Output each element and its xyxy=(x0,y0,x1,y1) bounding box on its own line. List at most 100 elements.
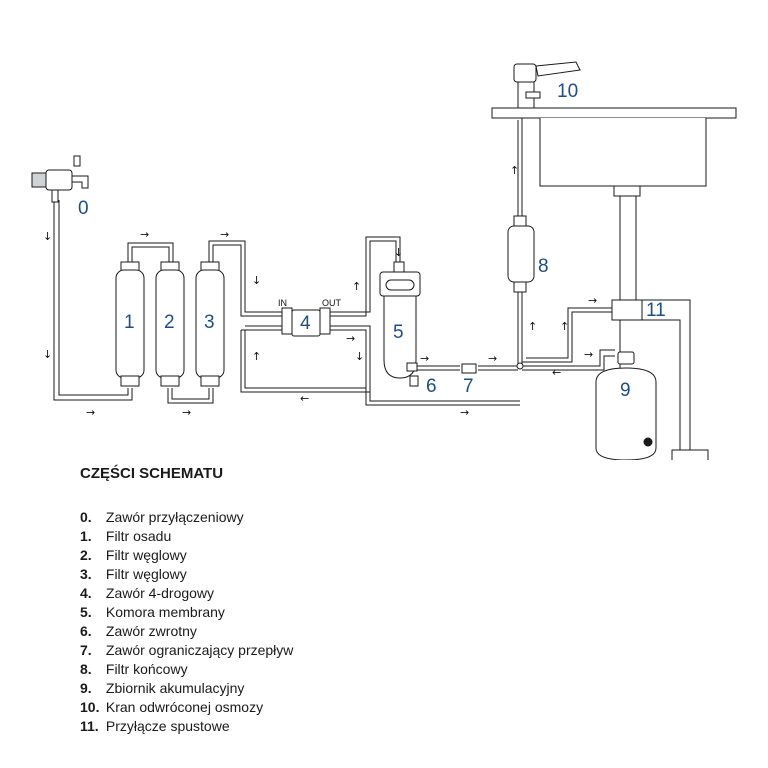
ro-faucet-icon xyxy=(513,61,581,109)
pipe-to-postfilter xyxy=(517,290,523,366)
legend-item: 4. Zawór 4-drogowy xyxy=(80,584,293,603)
legend-item-number: 7. xyxy=(80,642,92,658)
legend-item-number: 5. xyxy=(80,604,92,620)
flow-arrow: ↑ xyxy=(528,320,537,333)
legend-item-number: 10. xyxy=(80,699,100,715)
flow-arrow: → xyxy=(420,352,429,365)
valve-out-label: OUT xyxy=(322,298,342,308)
legend-item-label: Kran odwróconej osmozy xyxy=(105,699,264,715)
legend-item-label: Zbiornik akumulacyjny xyxy=(105,680,245,696)
flow-arrow: → xyxy=(588,294,597,307)
legend-item: 7. Zawór ograniczający przepływ xyxy=(80,641,293,660)
storage-tank-icon xyxy=(595,351,657,460)
legend-item-label: Zawór przyłączeniowy xyxy=(105,509,244,525)
flow-arrow: → xyxy=(182,406,191,419)
legend-item-label: Zawór 4-drogowy xyxy=(105,585,215,601)
check-valve-icon xyxy=(409,375,419,387)
legend-title: CZĘŚCI SCHEMATU xyxy=(80,465,224,482)
flow-arrow: → xyxy=(220,228,229,241)
drain-saddle-icon xyxy=(611,299,643,321)
legend-item-number: 6. xyxy=(80,623,92,639)
pipe-restrictor xyxy=(478,365,518,371)
flow-restrictor-icon xyxy=(461,363,477,374)
flow-arrow: → xyxy=(86,406,95,419)
membrane-housing-icon xyxy=(379,261,421,379)
flow-arrow: → xyxy=(346,332,355,345)
sediment-filter-icon xyxy=(115,261,145,387)
flow-arrow: ↑ xyxy=(252,350,261,363)
pipe-2-3 xyxy=(167,388,214,404)
flow-arrow: → xyxy=(460,406,469,419)
legend-item: 5. Komora membrany xyxy=(80,603,293,622)
carbon-filter-icon xyxy=(155,261,185,387)
drain-trap-icon xyxy=(671,449,709,460)
legend-item-label: Filtr końcowy xyxy=(105,661,188,677)
legend-item: 2. Filtr węglowy xyxy=(80,546,293,565)
label-8: 8 xyxy=(538,256,549,277)
legend-item: 3. Filtr węglowy xyxy=(80,565,293,584)
flow-arrow: ↓ xyxy=(394,246,403,259)
pipe-3-valve xyxy=(208,240,290,313)
valve-in-label: IN xyxy=(278,298,287,308)
legend-item: 0. Zawór przyłączeniowy xyxy=(80,508,293,527)
legend-item: 8. Filtr końcowy xyxy=(80,660,293,679)
legend-item-number: 9. xyxy=(80,680,92,696)
legend-item-number: 3. xyxy=(80,566,92,582)
legend-item-label: Filtr węglowy xyxy=(105,566,187,582)
flow-arrow: ↑ xyxy=(352,280,361,293)
pipe-membrane-out xyxy=(322,329,520,406)
flow-arrow: → xyxy=(584,348,593,361)
legend-item: 6. Zawór zwrotny xyxy=(80,622,293,641)
legend-item: 11. Przyłącze spustowe xyxy=(80,717,293,736)
pipe-1-2 xyxy=(127,242,174,262)
flow-arrow: ↓ xyxy=(252,274,261,287)
legend-item: 10. Kran odwróconej osmozy xyxy=(80,698,293,717)
flow-arrow: ↓ xyxy=(43,230,52,243)
flow-arrow: ↑ xyxy=(510,164,519,177)
flow-arrow: ↓ xyxy=(43,348,52,361)
return-pipe xyxy=(240,330,370,393)
post-filter-icon xyxy=(507,215,535,293)
junction-icon xyxy=(516,362,524,370)
label-1: 1 xyxy=(124,312,135,333)
carbon-filter-2-icon xyxy=(195,261,225,387)
legend-item-label: Komora membrany xyxy=(105,604,225,620)
label-11: 11 xyxy=(646,300,666,321)
flow-arrow: ← xyxy=(552,366,561,379)
label-7: 7 xyxy=(463,376,474,397)
label-4: 4 xyxy=(300,313,311,334)
pipe-valve-membrane xyxy=(322,240,397,313)
label-9: 9 xyxy=(620,380,631,401)
label-2: 2 xyxy=(164,312,175,333)
flow-arrow: ↓ xyxy=(355,350,364,363)
legend-item-number: 1. xyxy=(80,528,92,544)
legend-item-label: Przyłącze spustowe xyxy=(105,718,230,734)
flow-arrow: ↑ xyxy=(560,320,569,333)
label-6: 6 xyxy=(426,376,437,397)
flow-arrow: ← xyxy=(300,392,309,405)
legend-item-number: 8. xyxy=(80,661,92,677)
pipe-to-drain xyxy=(522,307,612,363)
inlet-valve-icon xyxy=(31,155,89,203)
label-0: 0 xyxy=(78,198,89,219)
ro-system-diagram: ↓ ↓ → → → → ↓ ↑ ← → ↑ ↓ ↓ → → → ↑ ↑ ↑ → … xyxy=(31,61,737,460)
legend-item-number: 11. xyxy=(80,718,99,734)
legend-item-number: 0. xyxy=(80,509,92,525)
legend-item-label: Filtr węglowy xyxy=(105,547,187,563)
legend-item-label: Zawór ograniczający przepływ xyxy=(105,642,294,658)
label-10: 10 xyxy=(557,81,578,102)
legend-item-number: 2. xyxy=(80,547,92,563)
legend-item-label: Zawór zwrotny xyxy=(105,623,197,639)
label-3: 3 xyxy=(204,312,215,333)
four-way-valve-icon xyxy=(281,307,331,337)
flow-arrow: → xyxy=(488,352,497,365)
drain-pipe xyxy=(619,192,691,455)
legend-item: 1. Filtr osadu xyxy=(80,527,293,546)
pipe-to-tank xyxy=(522,349,615,371)
flow-arrow: → xyxy=(140,228,149,241)
legend-item-label: Filtr osadu xyxy=(105,528,172,544)
legend-item: 9. Zbiornik akumulacyjny xyxy=(80,679,293,698)
label-5: 5 xyxy=(393,322,404,343)
feed-pipe xyxy=(53,200,133,401)
